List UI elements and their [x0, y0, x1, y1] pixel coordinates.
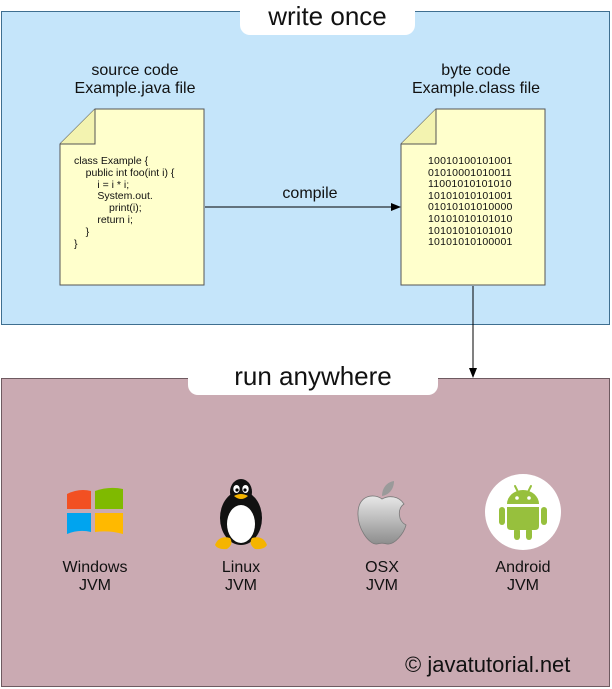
bytecode-text: 10010100101001 01010001010011 1100101010…	[428, 155, 513, 249]
platform-name-windows: Windows	[62, 559, 128, 576]
run-anywhere-title: run anywhere	[188, 361, 438, 395]
platform-jvm-android: JVM	[507, 577, 539, 594]
compile-label: compile	[282, 185, 338, 202]
platform-windows: Windows JVM	[40, 472, 150, 595]
source-file-label: source code Example.java file	[60, 62, 210, 98]
platform-jvm-osx: JVM	[366, 577, 398, 594]
source-label-line2: Example.java file	[74, 80, 196, 97]
copyright-text: © javatutorial.net	[405, 652, 571, 677]
platform-jvm-windows: JVM	[79, 577, 111, 594]
apple-logo-icon	[342, 472, 422, 552]
byte-label-line1: byte code	[441, 62, 511, 79]
bytecode-document-icon	[400, 108, 546, 286]
write-once-title: write once	[240, 1, 415, 35]
platform-linux: Linux JVM	[186, 472, 296, 595]
source-label-line1: source code	[91, 62, 179, 79]
platform-name-android: Android	[495, 559, 551, 576]
android-robot-icon	[483, 472, 563, 552]
byte-label-line2: Example.class file	[411, 80, 541, 97]
source-document-icon	[59, 108, 205, 286]
byte-file-label: byte code Example.class file	[396, 62, 556, 98]
platform-osx: OSX JVM	[327, 472, 437, 595]
tux-penguin-icon	[201, 472, 281, 552]
platform-name-linux: Linux	[221, 559, 261, 576]
source-code-text: class Example { public int foo(int i) { …	[74, 155, 175, 250]
windows-logo-icon	[55, 472, 135, 552]
platform-jvm-linux: JVM	[225, 577, 257, 594]
platform-name-osx: OSX	[365, 559, 399, 576]
platform-android: Android JVM	[468, 472, 578, 595]
